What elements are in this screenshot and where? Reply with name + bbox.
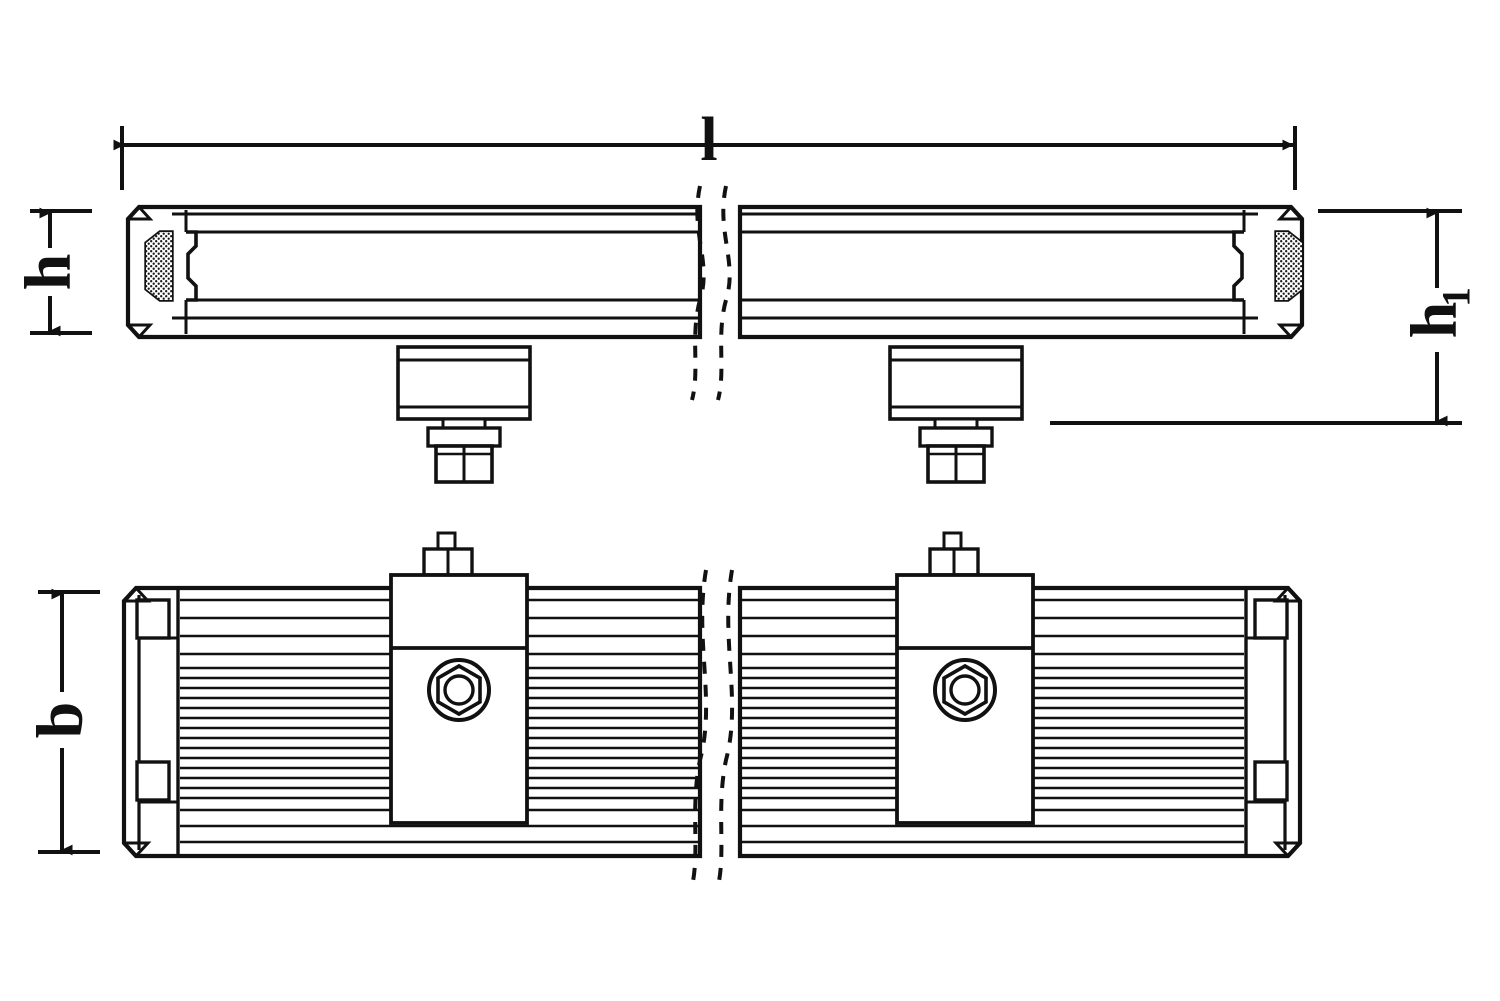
side-view-break-lines <box>690 185 732 401</box>
corner-lug-top-left <box>135 598 171 640</box>
chamfer-bottom-left <box>128 323 154 339</box>
bracket-1-washer <box>426 426 502 448</box>
dim-label-width: b <box>24 702 97 739</box>
bottom-view-break-lines <box>690 569 735 887</box>
bottom-chamfer-bottom-left <box>124 841 152 858</box>
bottom-chamfer-bottom-right <box>1272 841 1300 858</box>
bottom-bracket-2 <box>895 531 1035 825</box>
dim-label-height-total-group: h 1 <box>1398 287 1479 338</box>
bracket-1-bolt-bore <box>443 674 475 706</box>
bottom-chamfer-top-left <box>124 586 152 603</box>
dimension-length <box>113 126 1297 190</box>
cable-gland-left-hatch <box>146 232 172 300</box>
side-bracket-2 <box>888 345 1024 484</box>
dimension-width <box>38 588 100 856</box>
break-line-left <box>690 185 706 401</box>
bracket-2-screw-tip <box>942 531 963 551</box>
side-view-group <box>125 185 1305 484</box>
side-view-body-left <box>125 204 703 340</box>
side-bracket-1 <box>396 345 532 484</box>
lens-notch-profile-right <box>1232 230 1244 302</box>
dimension-labels: l h h 1 b <box>12 106 1479 738</box>
bottom-chamfer-top-right <box>1272 586 1300 603</box>
bottom-bracket-1 <box>389 531 529 825</box>
bracket-2-bolt-bore <box>949 674 981 706</box>
bracket-1-screw-tip <box>436 531 457 551</box>
dimension-height-total <box>1050 207 1462 427</box>
corner-lug-bottom-left <box>135 760 171 802</box>
dim-label-height: h <box>12 254 85 291</box>
bracket-2-washer <box>918 426 994 448</box>
side-view-body-right <box>737 204 1305 340</box>
break-line-right <box>716 185 732 401</box>
chamfer-bottom-right <box>1276 323 1302 339</box>
dimension-height <box>30 207 92 337</box>
chamfer-top-right <box>1276 205 1302 221</box>
lens-notch-profile-left <box>186 230 198 302</box>
corner-lug-bottom-right <box>1253 760 1289 802</box>
bottom-view-group <box>121 531 1303 887</box>
break-line-left-bottom <box>690 569 709 887</box>
break-line-right-bottom <box>716 569 735 887</box>
cable-gland-right-hatch <box>1276 232 1302 300</box>
dim-label-length: l <box>700 106 717 174</box>
chamfer-top-left <box>128 205 154 221</box>
dim-label-height-total-subscript: 1 <box>1434 287 1479 307</box>
corner-lug-top-right <box>1253 598 1289 640</box>
dim-label-height-total: h <box>1398 302 1471 339</box>
